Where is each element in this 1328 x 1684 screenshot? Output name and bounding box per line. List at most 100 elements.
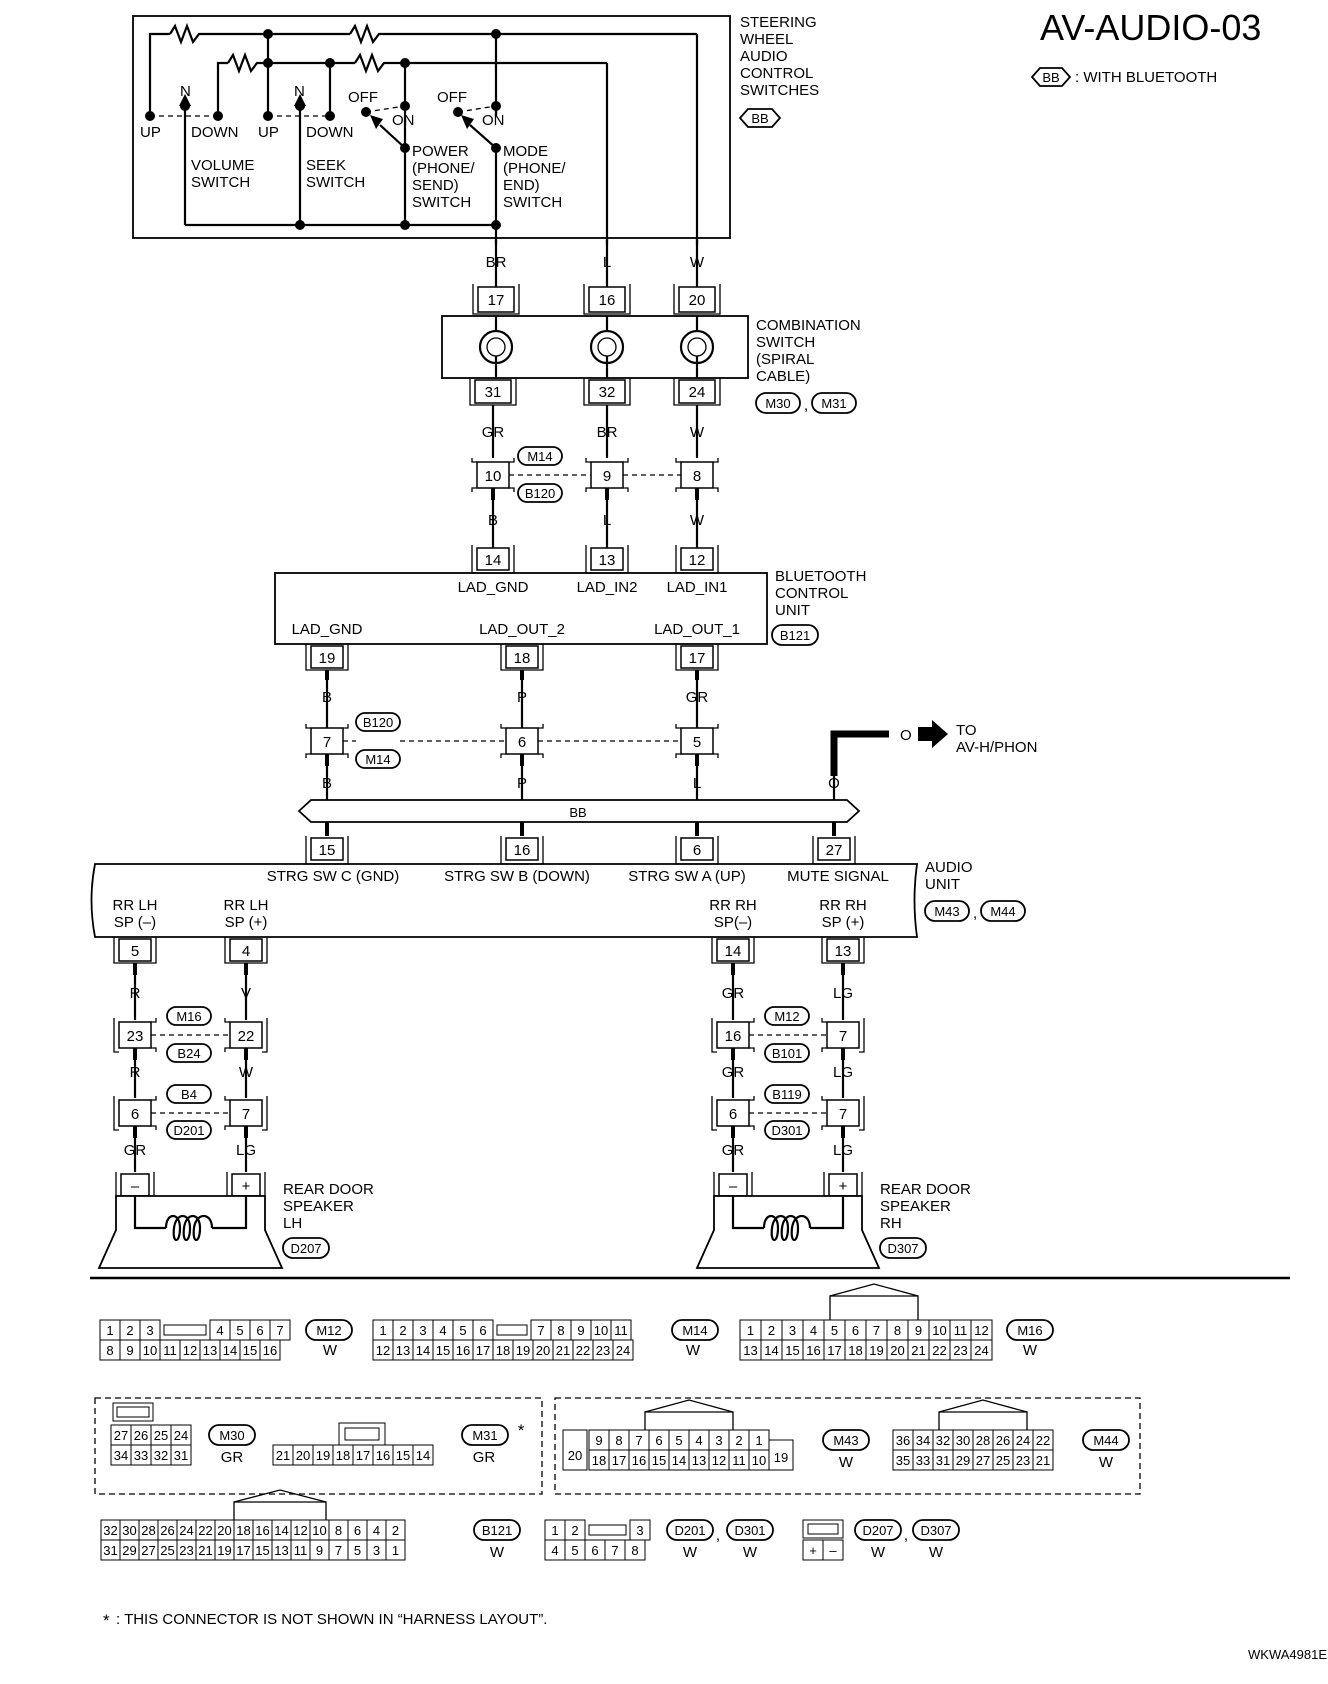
pin-number: 17 (476, 1343, 490, 1358)
separator: , (716, 1527, 720, 1544)
wire-color: GR (124, 1142, 147, 1159)
pin-cell (385, 1539, 406, 1561)
pin-number: 8 (894, 1323, 901, 1338)
svg-text:SWITCH: SWITCH (412, 194, 471, 211)
pin: 32 (583, 378, 631, 406)
pin-number: 11 (732, 1453, 746, 1468)
pin: 7 (839, 1106, 847, 1123)
pin-number: 6 (354, 1523, 361, 1538)
pin: 14 (711, 937, 755, 964)
legend-text: : WITH BLUETOOTH (1075, 69, 1217, 86)
pin-number: 7 (611, 1543, 618, 1558)
connector-hood (938, 1411, 1028, 1430)
pin-number: – (829, 1543, 837, 1558)
svg-text:14: 14 (485, 552, 502, 569)
svg-text:18: 18 (514, 650, 531, 667)
arrow-right-icon (918, 720, 948, 748)
pin-number: 2 (571, 1523, 578, 1538)
pin-number: 15 (243, 1343, 257, 1358)
pin: 20 (673, 284, 721, 315)
svg-text:–: – (131, 1178, 140, 1195)
pin: 23 (127, 1028, 144, 1045)
pin: 6 (131, 1106, 139, 1123)
wire-color: GR (722, 1064, 745, 1081)
pin-number: 17 (236, 1543, 250, 1558)
pin-number: 8 (106, 1343, 113, 1358)
pin-number: 18 (336, 1448, 350, 1463)
svg-text:16: 16 (514, 842, 531, 859)
pin-number: 17 (827, 1343, 841, 1358)
svg-text:M43: M43 (934, 904, 959, 919)
connector-hood (829, 1283, 919, 1297)
pin-number: 36 (896, 1433, 910, 1448)
pin-number: 23 (596, 1343, 610, 1358)
connector-id: M43 (833, 1433, 858, 1448)
pin-number: 19 (316, 1448, 330, 1463)
pin-number: 15 (436, 1343, 450, 1358)
connector-tag (666, 1519, 714, 1541)
pin-number: 9 (577, 1323, 584, 1338)
pin: 19 (305, 644, 349, 671)
pin-number: 15 (255, 1543, 269, 1558)
pin-number: 21 (1036, 1453, 1050, 1468)
pin: 24 (673, 378, 721, 406)
connector-tag (912, 1519, 960, 1541)
svg-text:RR LH: RR LH (112, 897, 157, 914)
svg-text:+: + (242, 1178, 251, 1195)
pin-number: 27 (114, 1428, 128, 1443)
svg-text:LAD_OUT_2: LAD_OUT_2 (479, 621, 565, 638)
svg-text:SP (–): SP (–) (114, 914, 156, 931)
volume-switch-label: VOLUME (191, 157, 254, 174)
seek-down-label: DOWN (306, 124, 354, 141)
spiral-cable-icon (679, 316, 715, 378)
svg-text:SPEAKER: SPEAKER (880, 1198, 951, 1215)
connector-tag (473, 1519, 521, 1541)
svg-text:RR RH: RR RH (819, 897, 867, 914)
bb-harness-bar: BB (297, 799, 861, 823)
svg-text:M30: M30 (765, 396, 790, 411)
connector-color: GR (221, 1449, 244, 1466)
pin-number: 8 (615, 1433, 622, 1448)
pin-number: 20 (890, 1343, 904, 1358)
power-switch-label: POWER (412, 143, 469, 160)
pin: 5 (113, 937, 157, 964)
pin-number: 4 (695, 1433, 702, 1448)
connector-color: W (929, 1544, 944, 1561)
svg-text:(PHONE/: (PHONE/ (503, 160, 566, 177)
pin: 6 (675, 836, 719, 865)
svg-text:19: 19 (319, 650, 336, 667)
pin-number: 21 (911, 1343, 925, 1358)
pin-number: 20 (536, 1343, 550, 1358)
svg-text:M16: M16 (176, 1009, 201, 1024)
pin-number: 2 (399, 1323, 406, 1338)
pin: 13 (821, 937, 865, 964)
wire-color: V (241, 985, 251, 1002)
pin-number: 10 (594, 1323, 608, 1338)
connector-hood (233, 1501, 327, 1520)
bluetooth-unit-name: BLUETOOTH (775, 568, 866, 585)
pin-number: 17 (356, 1448, 370, 1463)
svg-text:CABLE): CABLE) (756, 368, 810, 385)
svg-text:17: 17 (488, 292, 505, 309)
pin-number: 32 (936, 1433, 950, 1448)
pin-number: 15 (396, 1448, 410, 1463)
pin-number: 34 (916, 1433, 930, 1448)
connector-color: GR (473, 1449, 496, 1466)
pin-number: 23 (179, 1543, 193, 1558)
pin-number: 1 (747, 1323, 754, 1338)
pin-number: 3 (715, 1433, 722, 1448)
pin: 22 (238, 1028, 255, 1045)
combination-switch: 17 16 20 31 32 24 COMBINATION SWITCH (SP… (441, 284, 861, 414)
pin-number: 6 (655, 1433, 662, 1448)
pin-number: 28 (976, 1433, 990, 1448)
pin-number: 12 (712, 1453, 726, 1468)
pin-number: 5 (675, 1433, 682, 1448)
pin-cell (612, 1339, 634, 1361)
pin-number: 3 (146, 1323, 153, 1338)
page-title: AV-AUDIO-03 (1040, 7, 1261, 48)
svg-text:WHEEL: WHEEL (740, 31, 793, 48)
svg-text:B121: B121 (780, 628, 810, 643)
svg-text:B101: B101 (772, 1046, 802, 1061)
